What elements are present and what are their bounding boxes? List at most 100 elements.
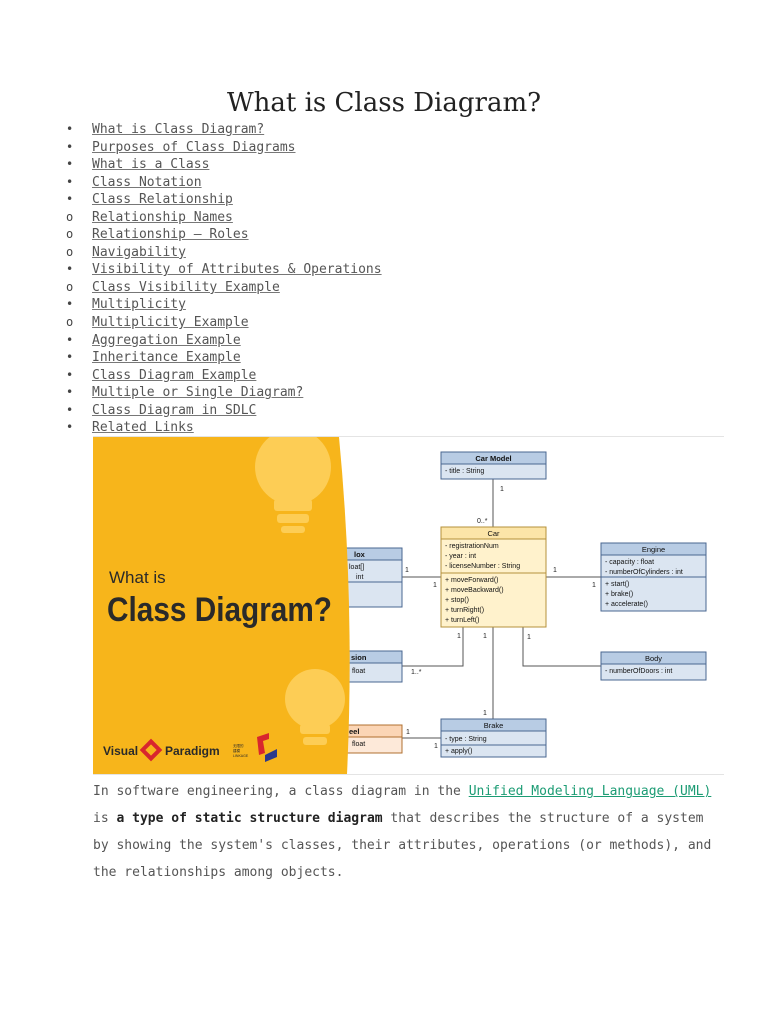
class-name: sion [351, 653, 367, 662]
bullet-icon: • [66, 262, 74, 277]
lightbulb-icon [285, 669, 345, 745]
class-brake: Brake - type : String + apply() [440, 718, 547, 758]
toc-link-inheritance-example[interactable]: Inheritance Example [92, 350, 241, 366]
toc-item: • What is Class Diagram? [66, 121, 382, 139]
toc-item: •Multiple or Single Diagram? [66, 384, 382, 402]
page-title: What is Class Diagram? [226, 88, 542, 118]
multiplicity-label: 1 [483, 633, 487, 640]
toc-link-class-notation[interactable]: Class Notation [92, 174, 202, 190]
class-op: + moveForward() [445, 577, 498, 584]
intro-bold: a type of static structure diagram [116, 811, 383, 826]
class-op: + turnLeft() [445, 617, 479, 624]
bullet-icon: o [66, 209, 74, 224]
bullet-icon: • [66, 350, 74, 365]
toc-item: • Aggregation Example [66, 332, 382, 350]
toc-item: • Purposes of Class Diagrams [66, 139, 382, 157]
class-op: + apply() [445, 748, 472, 755]
bullet-icon: • [66, 402, 74, 417]
toc-item: • What is a Class [66, 156, 382, 174]
svg-text:建模: 建模 [233, 748, 240, 753]
hero-kicker: What is [109, 568, 166, 587]
bullet-icon: • [66, 420, 74, 435]
toc-item: • Inheritance Example [66, 349, 382, 367]
toc-link-visibility[interactable]: Visibility of Attributes & Operations [92, 262, 382, 278]
class-attr: - numberOfCylinders : int [605, 569, 683, 576]
hero-image: Car Model - title : String Car - registr… [93, 436, 724, 775]
toc-link-class-relationship[interactable]: Class Relationship [92, 192, 233, 208]
bullet-icon: • [66, 139, 74, 154]
brand-right: Paradigm [165, 744, 220, 758]
multiplicity-label: 1 [500, 486, 504, 493]
class-name: Car Model [475, 454, 511, 463]
bullet-icon: • [66, 174, 74, 189]
multiplicity-label: 1 [553, 567, 557, 574]
toc-item: •Multiplicity [66, 296, 382, 314]
toc-item: • Class Diagram in SDLC [66, 402, 382, 420]
toc-item: • Class Notation [66, 174, 382, 192]
toc-item: o Relationship Names [66, 209, 382, 227]
bullet-icon: o [66, 227, 74, 242]
uml-link[interactable]: Unified Modeling Language (UML) [468, 784, 712, 799]
bullet-icon: • [66, 332, 74, 347]
multiplicity-label: 1 [405, 567, 409, 574]
toc-link-multiplicity-example[interactable]: Multiplicity Example [92, 315, 249, 331]
car-body-line [522, 627, 601, 667]
class-attr: float [352, 668, 365, 675]
bullet-icon: • [66, 122, 74, 136]
svg-text:LINKAGE: LINKAGE [233, 754, 249, 758]
class-attr: float [352, 741, 365, 748]
multiplicity-label: 1 [592, 582, 596, 589]
class-op: + accelerate() [605, 601, 648, 608]
bullet-icon: o [66, 244, 74, 259]
toc-item: • Visibility of Attributes & Operations [66, 261, 382, 279]
toc-link-class-diagram-in-sdlc[interactable]: Class Diagram in SDLC [92, 402, 257, 418]
class-name: lox [354, 550, 366, 559]
multiplicity-label: 1 [434, 743, 438, 750]
toc-link-what-is-class-diagram[interactable]: What is Class Diagram? [92, 122, 265, 137]
toc-link-navigability[interactable]: Navigability [92, 244, 186, 260]
table-of-contents: • What is Class Diagram? • Purposes of Cla… [66, 121, 382, 437]
class-name: Brake [484, 721, 504, 730]
bullet-icon: • [66, 157, 74, 172]
class-name: Car [487, 529, 500, 538]
toc-item: o Multiplicity Example [66, 314, 382, 332]
promo-panel: What is Class Diagram? Visual Paradigm 无… [93, 437, 350, 774]
toc-link-related-links[interactable]: Related Links [92, 420, 194, 436]
toc-item: • Related Links [66, 419, 382, 437]
class-attr: - type : String [445, 736, 487, 743]
multiplicity-labels: 1 0..* 1 1 1 1 1..* 1 1 1 1 1 1 [405, 486, 596, 750]
multiplicity-label: 1 [483, 710, 487, 717]
class-attr: - title : String [445, 468, 484, 475]
class-attr: - registrationNum [445, 543, 499, 550]
linkage-logo-text: 无限的 建模 LINKAGE [233, 743, 249, 758]
multiplicity-label: 1 [457, 633, 461, 640]
toc-link-relationship-names[interactable]: Relationship Names [92, 209, 233, 225]
class-attr: - numberOfDoors : int [605, 668, 672, 675]
bullet-icon: o [66, 315, 74, 330]
intro-text: that describes the structure of a system… [93, 811, 712, 880]
toc-link-class-diagram-example[interactable]: Class Diagram Example [92, 367, 257, 383]
class-op: + turnRight() [445, 607, 484, 614]
class-name: Engine [642, 545, 665, 554]
class-diagram-illustration: Car Model - title : String Car - registr… [93, 437, 707, 774]
multiplicity-label: 1 [433, 582, 437, 589]
toc-item: •Class Diagram Example [66, 367, 382, 385]
toc-link-class-visibility-example[interactable]: Class Visibility Example [92, 279, 280, 295]
intro-text: is [93, 811, 117, 826]
class-attr: - year : int [445, 553, 476, 560]
toc-link-aggregation-example[interactable]: Aggregation Example [92, 332, 241, 348]
toc-link-multiplicity[interactable]: Multiplicity [92, 297, 186, 313]
class-op: + moveBackward() [445, 587, 504, 594]
class-attr: loat[] [349, 564, 364, 571]
toc-item: • Class Relationship [66, 191, 382, 209]
class-op: + brake() [605, 591, 633, 598]
bullet-icon: • [66, 192, 74, 207]
intro-text: In software engineering, a class diagram… [93, 784, 469, 799]
class-op: + start() [605, 581, 629, 588]
toc-link-multiple-or-single[interactable]: Multiple or Single Diagram? [92, 385, 304, 401]
brand-left: Visual [103, 744, 138, 758]
toc-link-relationship-roles[interactable]: Relationship – Roles [92, 227, 249, 243]
toc-link-purposes[interactable]: Purposes of Class Diagrams [92, 139, 296, 155]
toc-link-what-is-a-class[interactable]: What is a Class [92, 157, 210, 173]
